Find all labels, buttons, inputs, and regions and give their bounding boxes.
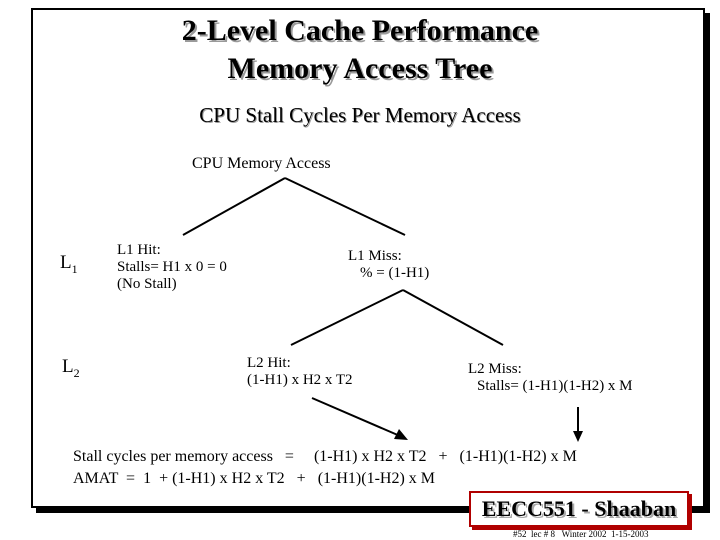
root-node: CPU Memory Access <box>192 155 331 172</box>
edge-root-l1-miss <box>284 177 406 236</box>
level-1-label: L1 <box>60 252 78 276</box>
level-2-label: L2 <box>62 356 80 380</box>
title-line-1: 2-Level Cache Performance <box>181 14 539 47</box>
slide-footer: #52 lec # 8 Winter 2002 1-15-2003 <box>513 529 649 539</box>
title-line-2: Memory Access Tree <box>227 52 493 85</box>
stall-cycles-formula: Stall cycles per memory access = (1-H1) … <box>73 448 577 465</box>
edge-l1-miss-l2-miss <box>402 289 504 346</box>
l2-hit-node: L2 Hit: (1-H1) x H2 x T2 <box>247 355 353 388</box>
l1-miss-node: L1 Miss: % = (1-H1) <box>348 248 430 281</box>
arrow-l2-hit <box>311 397 401 437</box>
edge-root-l1-hit <box>182 177 286 236</box>
arrow-l2-miss-head <box>573 431 583 442</box>
amat-formula: AMAT = 1 + (1-H1) x H2 x T2 + (1-H1)(1-H… <box>73 470 435 487</box>
edge-l1-miss-l2-hit <box>290 289 404 346</box>
l1-hit-node: L1 Hit: Stalls= H1 x 0 = 0 (No Stall) <box>117 242 227 292</box>
slide-frame <box>31 8 705 508</box>
course-badge: EECC551 - Shaaban <box>469 491 689 527</box>
subtitle: CPU Stall Cycles Per Memory Access <box>199 103 521 127</box>
l2-miss-node: L2 Miss: Stalls= (1-H1)(1-H2) x M <box>468 361 633 394</box>
arrow-l2-hit-head <box>394 429 408 440</box>
